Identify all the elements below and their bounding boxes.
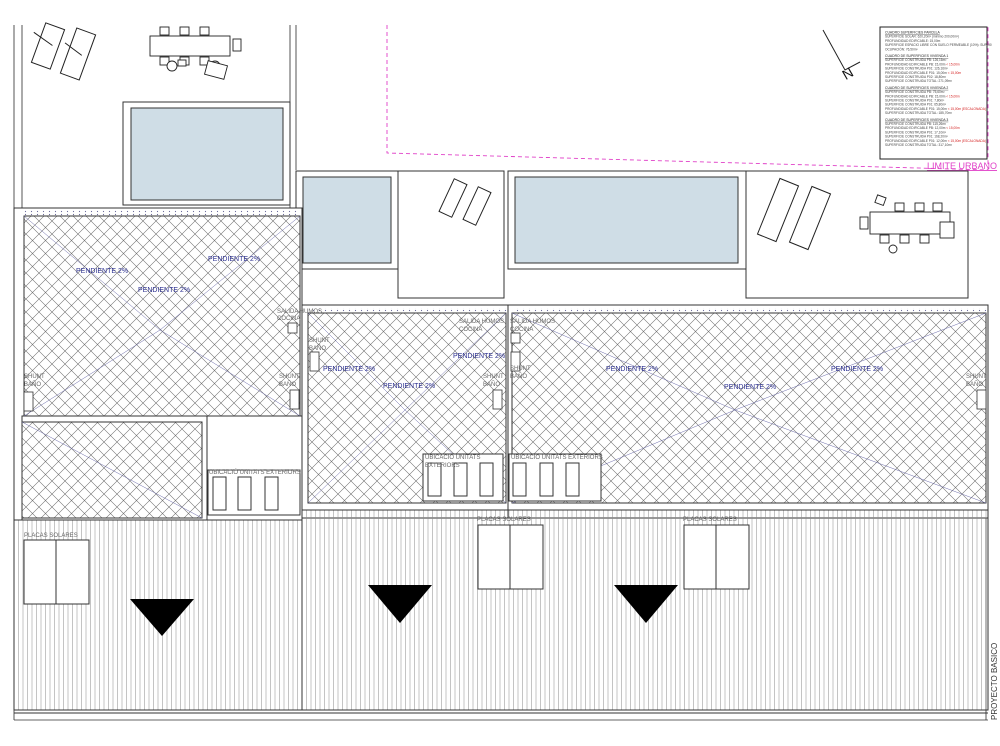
- pool-right: [507, 170, 969, 299]
- slope-label: PENDIENTE 2%: [323, 366, 375, 373]
- dining-table-icon: [859, 194, 955, 254]
- north-arrow-icon: N: [822, 29, 861, 83]
- slope-label: PENDIENTE 2%: [76, 268, 128, 275]
- solar-panels-label: PLACAS SOLARES: [477, 517, 531, 523]
- vent-label: BAÑO: [24, 381, 41, 388]
- slope-label: PENDIENTE 2%: [606, 366, 658, 373]
- surface-table-line: SUPERFICIE CONSTRUIDA P01: 7,80m²: [885, 99, 944, 103]
- surface-table-line: PROFUNDIDAD EDIFICABLE PB: 12,00m < 15,0…: [885, 126, 960, 130]
- surface-table-line: SUPERFICIE CONSTRUIDA TOTAL: 185,70m²: [885, 111, 952, 115]
- vent-label: SALIDA HUMOS: [277, 309, 322, 315]
- vent-label: SHUNT: [483, 374, 504, 380]
- outdoor-units-label: EXTERIORS: [425, 463, 460, 469]
- surface-table-line: SUPERFICIE CONSTRUIDA TOTAL: 317,10m²: [885, 143, 952, 147]
- vent-label: BAÑO: [483, 381, 500, 388]
- roof-house-1: [13, 207, 303, 521]
- terrace-middle: [295, 170, 505, 299]
- solar-panels: [23, 524, 750, 605]
- surface-table-heading: CUADRO DE SUPERFICIES VIVIENDA 2: [885, 86, 948, 90]
- solar-panels-label: PLACAS SOLARES: [683, 517, 737, 523]
- entrance-triangle-icon: [130, 585, 678, 636]
- vent-label: COCINA: [277, 316, 300, 322]
- slope-label: PENDIENTE 2%: [383, 383, 435, 390]
- surface-table-line: SUPERFICIE CONSTRUIDA P02: 18,80m²: [885, 75, 946, 79]
- surface-table-line: PROFUNDIDAD EDIFICABLE P01: 15,00m < 15,…: [885, 71, 961, 75]
- surface-table-line: SUPERFICIE CONSTRUIDA PB: 115,26m²: [885, 122, 946, 126]
- surface-table-line: SUPERFICIE ESPACIO LIBRE CON SUELO PERME…: [885, 43, 992, 47]
- surface-table-line: SUPERFICIE CONSTRUIDA PB: 75,60m²: [885, 90, 945, 94]
- slope-label: PENDIENTE 2%: [724, 384, 776, 391]
- pool-left: [122, 101, 291, 206]
- vent-label: SHUNT: [279, 374, 300, 380]
- vent-labels: SALIDA HUMOS COCINA SHUNT BAÑO SHUNT BAÑ…: [24, 309, 987, 388]
- vent-label: COCINA: [459, 327, 482, 333]
- vent-label: BAÑO: [966, 381, 983, 388]
- surface-table-line: SUPERFICIE CONSTRUIDA P01: 65,80m²: [885, 103, 946, 107]
- surface-table-line: SUPERFICIE CONSTRUIDA PB: 126,16m²: [885, 58, 946, 62]
- slope-label: PENDIENTE 2%: [453, 353, 505, 360]
- slope-label: PENDIENTE 2%: [208, 256, 260, 263]
- surface-table-line: OCUPACIÓN: 76,50m²: [885, 46, 918, 51]
- surface-table-line: SUPERFICIE CONSTRUIDA TOTAL: 271,09m²: [885, 79, 952, 83]
- vent-label: BAÑO: [510, 373, 527, 380]
- sun-lounger-icon: [756, 177, 832, 251]
- surface-table-line: SUPERFICIE SOLAR: 620,20m² (mínimo 200,0…: [885, 35, 959, 39]
- solar-panels-label: PLACAS SOLARES: [24, 533, 78, 539]
- vent-label: SHUNT: [24, 374, 45, 380]
- outdoor-units-label: UBICACIÓ UNITATS EXTERIORS: [209, 469, 301, 476]
- slope-labels: PENDIENTE 2% PENDIENTE 2% PENDIENTE 2% P…: [76, 256, 883, 391]
- surface-table-line: PROFUNDIDAD EDIFICABLE PB: 15,00m < 15,0…: [885, 62, 960, 66]
- north-label: N: [839, 64, 856, 83]
- surface-table-heading: CUADRO SUPERFICIES PARCELA: [885, 31, 941, 35]
- surface-table-line: SUPERFICIE CONSTRUIDA P01: 168,20m²: [885, 135, 948, 139]
- surface-table-line: PROFUNDIDAD EDIFICABLE PB: 15,00m < 15,0…: [885, 94, 960, 98]
- urban-limit-label: LIMITE URBANO: [927, 161, 997, 171]
- vent-label: SHUNT: [966, 374, 987, 380]
- equipment-labels: UBICACIÓ UNITATS EXTERIORS UBICACIÓ UNIT…: [24, 454, 737, 539]
- surface-table-line: SUPERFICIE CONSTRUIDA P01: 126,16m²: [885, 67, 948, 71]
- vent-boxes: [23, 322, 987, 412]
- vent-label: COCINA: [510, 327, 533, 333]
- vent-label: SHUNT: [309, 338, 330, 344]
- slope-label: PENDIENTE 2%: [831, 366, 883, 373]
- surface-table-heading: CUADRO DE SUPERFICIES VIVIENDA 1: [885, 54, 948, 58]
- vent-label: SALIDA HUMOS: [510, 319, 555, 325]
- stage-label: PROYECTO BASICO: [990, 643, 999, 720]
- surface-table-line: SUPERFICIE CONSTRUIDA P01: 17,10m²: [885, 130, 946, 134]
- urban-limit-line: [386, 25, 989, 171]
- outdoor-units-label: UBICACIÓ UNITATS EXTERIORS: [511, 454, 603, 461]
- sun-lounger-icon: [438, 178, 492, 226]
- vent-label: BAÑO: [309, 345, 326, 352]
- surface-table-line: PROFUNDIDAD EDIFICABLE P01: 15,00m < 15,…: [885, 107, 986, 111]
- outdoor-units-label: UBICACIÓ UNITATS: [425, 454, 480, 461]
- vent-label: SALIDA HUMOS: [459, 319, 504, 325]
- surface-table-line: PROFUNDIDAD EDIFICABLE P01: 12,00m < 15,…: [885, 139, 986, 143]
- surface-table-heading: CUADRO DE SUPERFICIES VIVIENDA 3: [885, 118, 948, 122]
- vent-label: SHUNT: [510, 366, 531, 372]
- outdoor-units: [207, 453, 602, 516]
- slope-label: PENDIENTE 2%: [138, 287, 190, 294]
- sun-lounger-icon: [30, 22, 97, 81]
- vent-label: BAÑO: [279, 381, 296, 388]
- surface-table-line: PROFUNDIDAD EDIFICABLE: 15,00m: [885, 39, 941, 43]
- dining-table-icon: [149, 26, 242, 80]
